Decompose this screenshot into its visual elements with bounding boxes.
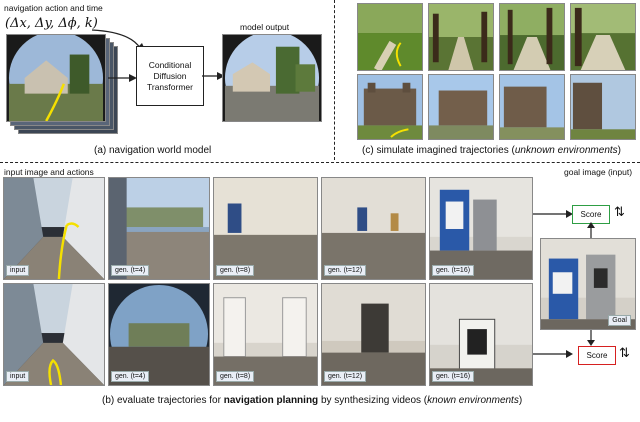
trajectory2-tag-t16: gen. (t=16) xyxy=(432,371,475,382)
goal-to-score-top-arrow xyxy=(587,222,595,238)
panel-a-caption: (a) navigation world model xyxy=(94,145,212,156)
trajectory2-tag-input: input xyxy=(6,371,30,382)
vertical-divider xyxy=(334,0,335,160)
trajectory1-tag-t16: gen. (t=16) xyxy=(432,265,475,276)
panel-c-caption-italic: unknown environments xyxy=(514,145,618,156)
panel-c-caption-pre: (c) simulate imagined trajectories ( xyxy=(362,145,515,156)
trajectory1-gen-t16: gen. (t=16) xyxy=(429,177,533,280)
input-frame-fisheye xyxy=(6,34,106,122)
model-output-image xyxy=(222,34,322,122)
imagined-forest-frame-4 xyxy=(570,3,636,71)
model-box-line-3: Transformer xyxy=(147,81,193,92)
score-connectors xyxy=(533,210,573,358)
trajectory2-tag-t4: gen. (t=4) xyxy=(111,371,150,382)
input-to-model-arrow xyxy=(108,74,137,82)
trajectory2-gen-t4: gen. (t=4) xyxy=(108,283,210,386)
panel-b-caption: (b) evaluate trajectories for navigation… xyxy=(102,395,522,406)
model-output-label: model output xyxy=(240,22,290,32)
trajectory1-tag-input: input xyxy=(6,265,30,276)
model-box-line-2: Diffusion xyxy=(153,70,187,81)
imagined-castle-frame-1 xyxy=(357,74,423,140)
score-box-top: Score xyxy=(572,205,610,224)
trajectory1-gen-t12: gen. (t=12) xyxy=(321,177,426,280)
model-to-output-arrow xyxy=(202,72,225,80)
trajectory1-gen-t8: gen. (t=8) xyxy=(213,177,318,280)
panel-b-caption-mid: by synthesizing videos ( xyxy=(318,395,428,406)
panel-b-caption-bold: navigation planning xyxy=(223,395,319,406)
imagined-castle-frame-2 xyxy=(428,74,494,140)
input-header: input image and actions xyxy=(4,167,94,177)
goal-to-score-bottom-arrow xyxy=(587,330,595,346)
action-label: navigation action and time xyxy=(4,3,103,13)
trajectory2-gen-t16: gen. (t=16) xyxy=(429,283,533,386)
trajectory2-input: input xyxy=(3,283,105,386)
trajectory2-tag-t8: gen. (t=8) xyxy=(216,371,255,382)
goal-image: Goal xyxy=(540,238,636,330)
action-formula: (Δx, Δy, Δϕ, k) xyxy=(5,16,98,31)
imagined-forest-frame-1 xyxy=(357,3,423,71)
horizontal-divider xyxy=(0,162,640,163)
panel-c-caption: (c) simulate imagined trajectories (unkn… xyxy=(362,145,621,156)
imagined-forest-frame-2 xyxy=(428,3,494,71)
score-label-bottom: Score xyxy=(586,351,608,360)
trajectory2-gen-t8: gen. (t=8) xyxy=(213,283,318,386)
goal-header: goal image (input) xyxy=(564,167,633,177)
trajectory1-tag-t4: gen. (t=4) xyxy=(111,265,150,276)
panel-c-caption-post: ) xyxy=(617,145,622,156)
score-box-bottom: Score xyxy=(578,346,616,365)
imagined-castle-frame-3 xyxy=(499,74,565,140)
trajectory1-tag-t12: gen. (t=12) xyxy=(324,265,367,276)
ranking-high-icon: ⇅ xyxy=(614,204,625,219)
trajectory1-tag-t8: gen. (t=8) xyxy=(216,265,255,276)
panel-b-caption-post: ) xyxy=(518,395,523,406)
goal-tag: Goal xyxy=(608,315,631,326)
imagined-castle-frame-4 xyxy=(570,74,636,140)
trajectory1-input: input xyxy=(3,177,105,280)
trajectory2-tag-t12: gen. (t=12) xyxy=(324,371,367,382)
model-box-line-1: Conditional xyxy=(148,59,192,70)
diffusion-transformer-box: Conditional Diffusion Transformer xyxy=(136,46,204,106)
panel-b-caption-italic: known environments xyxy=(427,395,519,406)
trajectory1-gen-t4: gen. (t=4) xyxy=(108,177,210,280)
panel-b-caption-pre: (b) evaluate trajectories for xyxy=(102,395,224,406)
score-label-top: Score xyxy=(580,210,602,219)
imagined-forest-frame-3 xyxy=(499,3,565,71)
ranking-low-icon: ⇅ xyxy=(619,345,630,360)
trajectory2-gen-t12: gen. (t=12) xyxy=(321,283,426,386)
